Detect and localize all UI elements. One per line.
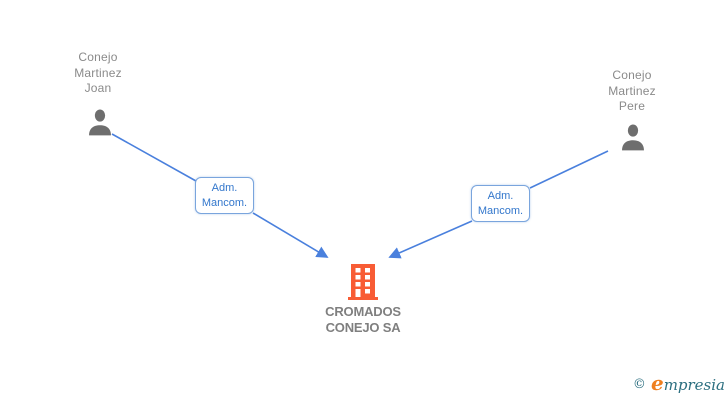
person-2-name: Conejo Martinez Pere — [572, 68, 692, 115]
person-icon — [86, 109, 114, 137]
company-name-line-1: CROMADOS — [325, 304, 401, 319]
edge-label2-to-company — [388, 220, 473, 259]
person-2-name-line-2: Martinez — [608, 83, 656, 98]
person-1-name-line-2: Martinez — [74, 65, 122, 80]
company-name: CROMADOS CONEJO SA — [302, 304, 424, 336]
company-name-line-2: CONEJO SA — [325, 320, 401, 335]
person-1-name: Conejo Martinez Joan — [38, 50, 158, 97]
relationship-label-line-2: Mancom. — [477, 204, 524, 217]
brand-initial: e — [650, 371, 664, 395]
relationship-label-line-2: Mancom. — [201, 196, 248, 209]
person-2-name-line-1: Conejo — [612, 68, 652, 82]
empresia-brand-logo: © empresia — [633, 371, 725, 395]
edge-person1-to-label1 — [111, 133, 197, 182]
person-1-name-line-1: Conejo — [78, 50, 118, 64]
copyright-icon: © — [632, 377, 646, 392]
building-icon — [348, 264, 378, 305]
relationship-label-adm-mancom-2: Adm. Mancom. — [471, 185, 530, 222]
person-2-name-line-3: Pere — [618, 99, 646, 113]
brand-rest: mpresia — [663, 376, 725, 394]
edge-person2-to-label2 — [529, 150, 609, 189]
relationship-label-line-1: Adm. — [211, 181, 238, 194]
person-icon — [619, 124, 647, 152]
relationship-label-adm-mancom-1: Adm. Mancom. — [195, 177, 254, 214]
edge-label1-to-company — [252, 212, 329, 258]
person-1-name-line-3: Joan — [84, 81, 112, 95]
relationship-label-line-1: Adm. — [487, 189, 514, 202]
